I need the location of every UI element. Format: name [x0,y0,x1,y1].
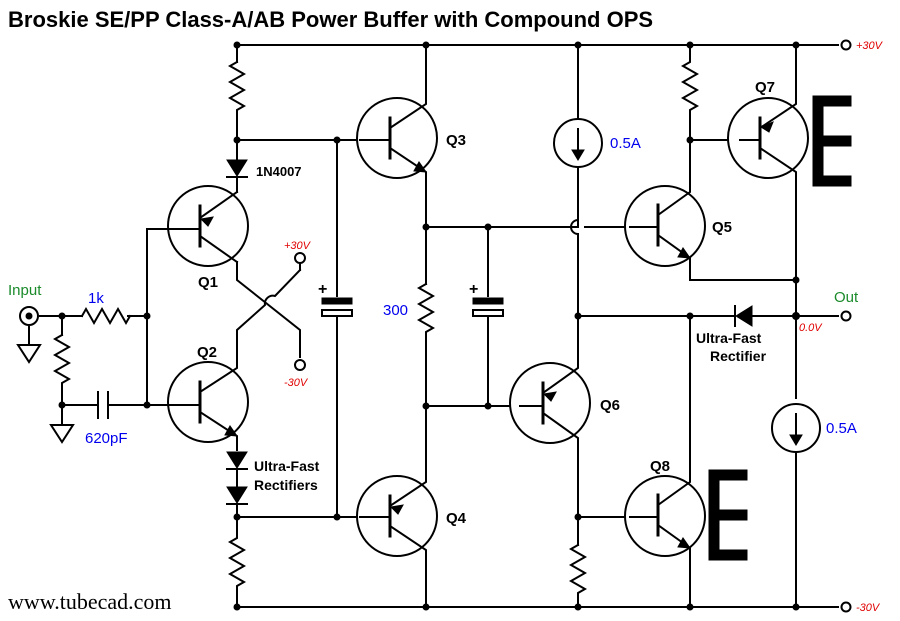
transistor-q5 [624,185,706,267]
output-diode-label-line1: Ultra-Fast [696,330,762,346]
transistor-q6 [509,362,591,444]
schematic-title: Broskie SE/PP Class-A/AB Power Buffer wi… [8,7,653,32]
coupling-capacitor-right [472,297,504,305]
transistor-q2 [167,361,249,443]
output-voltage: 0.0V [799,322,823,334]
ground-symbol [16,344,42,364]
negative-rail: -30V [236,601,881,614]
ultra-fast-diode-1 [226,451,248,469]
negative-rail-terminal [840,601,852,613]
output-terminal [840,310,852,322]
q7-label: Q7 [755,79,775,96]
lower-bias-resistor [227,516,247,608]
output-diode-label-line2: Rectifier [710,348,767,364]
positive-rail-voltage: +30V [856,40,884,52]
svg-text:+: + [318,281,327,298]
website-label: www.tubecad.com [8,589,172,614]
resistor-300-value: 300 [383,302,408,319]
input-shunt-resistor [52,333,72,406]
positive-rail: +30V [236,39,884,52]
q8-label: Q8 [650,458,670,475]
resistor-300 [416,282,436,407]
transistor-q7 [727,97,809,179]
bias-neg-label: -30V [284,377,309,389]
output-label: Out [834,289,859,306]
q6-emitter-resistor [568,543,588,608]
coupling-capacitor-left [321,297,353,305]
q2-label: Q2 [197,344,217,361]
input-resistor-value: 1k [88,290,104,307]
diode-1n4007-label: 1N4007 [256,164,302,179]
input-section: Input 1k 620pF [8,228,171,447]
bias-pos-label: +30V [284,240,312,252]
q7-bias-resistor [680,44,700,141]
input-resistor-1k [80,306,132,326]
ccs-bottom-value: 0.5A [826,420,857,437]
rectifiers-label-line1: Ultra-Fast [254,458,320,474]
transistor-q3 [356,97,438,179]
input-label: Input [8,282,42,299]
transistor-q4 [356,475,438,557]
q5-label: Q5 [712,219,732,236]
output-ultra-fast-diode [735,305,753,327]
bias-terminal-positive [294,252,306,264]
q6-label: Q6 [600,397,620,414]
diode-1n4007 [226,159,248,177]
transistor-q8 [624,475,706,557]
q3-label: Q3 [446,132,466,149]
input-capacitor-value: 620pF [85,430,128,447]
heatsink-q8 [708,469,748,561]
driver-column: + Q3 300 Q4 + [318,41,579,611]
bias-terminal-negative [294,359,306,371]
input-pair-column: 1N4007 Q1 -30V +30V Q2 Ultra-Fast Rec [167,41,361,611]
rectifiers-label-line2: Rectifiers [254,477,318,493]
heatsink-q7 [812,95,852,187]
positive-rail-terminal [840,39,852,51]
ccs-top-value: 0.5A [610,135,641,152]
output-stage: Q5 Q7 Out 0.0V Ultra-Fast Rectifier [624,41,859,611]
upper-bias-resistor [227,60,247,141]
ground-symbol [49,424,75,444]
q4-label: Q4 [446,510,467,527]
ultra-fast-diode-2 [226,486,248,504]
svg-text:+: + [469,281,478,298]
q1-label: Q1 [198,274,218,291]
negative-rail-voltage: -30V [856,602,881,614]
top-current-source-column: 0.5A Q6 [509,41,724,611]
